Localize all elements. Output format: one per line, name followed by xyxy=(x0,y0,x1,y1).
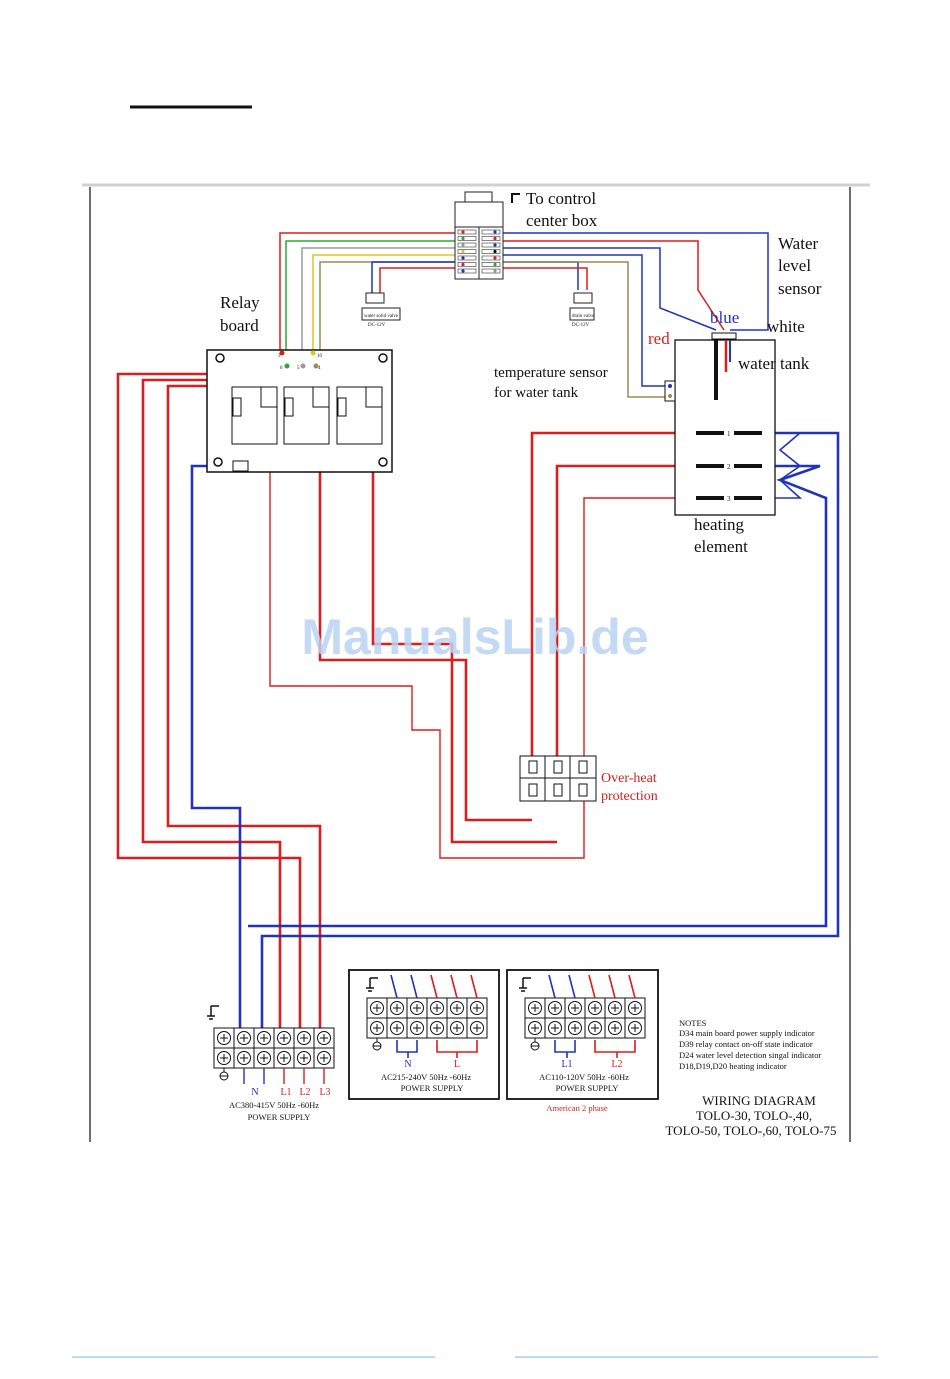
relay-board-label-2: board xyxy=(220,316,259,335)
watermark: ManualsLib.de xyxy=(301,609,648,665)
diagram-title-1: WIRING DIAGRAM xyxy=(702,1093,816,1108)
diagram-title-2: TOLO-30, TOLO-,40, xyxy=(696,1108,812,1123)
notes-title: NOTES xyxy=(679,1018,707,1028)
water-level-label-1: Water xyxy=(778,234,818,253)
water-level-label-3: sensor xyxy=(778,279,822,298)
relay-board-label-1: Relay xyxy=(220,293,260,312)
supply-110-box xyxy=(506,969,659,1100)
phase-220-l: L xyxy=(454,1059,460,1070)
supply-110-line2: POWER SUPPLY xyxy=(556,1083,619,1093)
heater-number: 2 xyxy=(727,463,731,471)
arrow-icon xyxy=(511,193,520,203)
diagram-title-3: TOLO-50, TOLO-,60, TOLO-75 xyxy=(665,1123,836,1138)
supply-220-line2: POWER SUPPLY xyxy=(401,1083,464,1093)
notes-line-4: D18,D19,D20 heating indicator xyxy=(679,1061,787,1071)
phase-380-l3: L3 xyxy=(319,1087,330,1098)
supply-220-box xyxy=(348,969,500,1100)
heater-number: 1 xyxy=(727,430,731,438)
phase-220-n: N xyxy=(404,1059,411,1070)
water-solid-valve: water solid valve DC-12V xyxy=(361,292,401,328)
overheat-protector xyxy=(519,755,597,802)
white-wire-label: white xyxy=(767,317,805,336)
overheat-label-1: Over-heat xyxy=(601,771,657,786)
drain-valve: drain valve DC-12V xyxy=(569,292,595,328)
red-wire-label: red xyxy=(648,329,670,348)
phase-380-n: N xyxy=(251,1087,258,1098)
control-box-label-1: To control xyxy=(526,189,596,208)
water-tank: 1 2 3 xyxy=(664,332,776,516)
notes-line-2: D39 relay contact on-off state indicator xyxy=(679,1039,813,1049)
svg-text:5: 5 xyxy=(297,366,300,371)
heater-number: 3 xyxy=(727,495,731,503)
heater-contact xyxy=(734,431,762,435)
svg-text:DC-12V: DC-12V xyxy=(368,323,386,328)
notes-line-3: D24 water level detection singal indicat… xyxy=(679,1050,821,1060)
supply-380-line1: AC380-415V 50Hz -60Hz xyxy=(229,1100,319,1110)
svg-text:4: 4 xyxy=(318,366,321,371)
heater-contact xyxy=(696,431,724,435)
heating-element-label-2: element xyxy=(694,537,748,556)
temp-sensor-label-1: temperature sensor xyxy=(494,365,608,381)
supply-380-line2: POWER SUPPLY xyxy=(248,1112,311,1122)
supply-110-line1: AC110-120V 50Hz -60Hz xyxy=(539,1072,629,1082)
svg-text:6: 6 xyxy=(280,366,283,371)
phase-110-l1: L1 xyxy=(561,1059,572,1070)
control-connector xyxy=(454,191,520,280)
svg-text:3: 3 xyxy=(278,354,281,359)
relay-board: 3 6 5 4 10 xyxy=(206,349,393,473)
temp-sensor-label-2: for water tank xyxy=(494,385,579,401)
svg-text:water solid valve: water solid valve xyxy=(364,314,399,319)
heater-contact xyxy=(734,496,762,500)
phase-380-l1: L1 xyxy=(280,1087,291,1098)
notes-line-1: D34 main board power supply indicator xyxy=(679,1028,815,1038)
blue-wire-label: blue xyxy=(710,308,739,327)
supply-220-line1: AC215-240V 50Hz -60Hz xyxy=(381,1072,471,1082)
supply-110-note: American 2 phase xyxy=(546,1103,608,1113)
svg-text:DC-12V: DC-12V xyxy=(572,323,590,328)
phase-380-l2: L2 xyxy=(299,1087,310,1098)
signal-wires xyxy=(279,232,769,398)
svg-text:drain valve: drain valve xyxy=(572,314,595,319)
overheat-label-2: protection xyxy=(601,789,658,804)
water-tank-label: water tank xyxy=(738,354,810,373)
phase-110-l2: L2 xyxy=(611,1059,622,1070)
heating-element-label-1: heating xyxy=(694,515,745,534)
water-level-label-2: level xyxy=(778,256,811,275)
control-box-label-2: center box xyxy=(526,211,598,230)
heater-contact xyxy=(734,464,762,468)
heater-contact xyxy=(696,464,724,468)
heater-contact xyxy=(696,496,724,500)
svg-text:10: 10 xyxy=(317,354,323,359)
